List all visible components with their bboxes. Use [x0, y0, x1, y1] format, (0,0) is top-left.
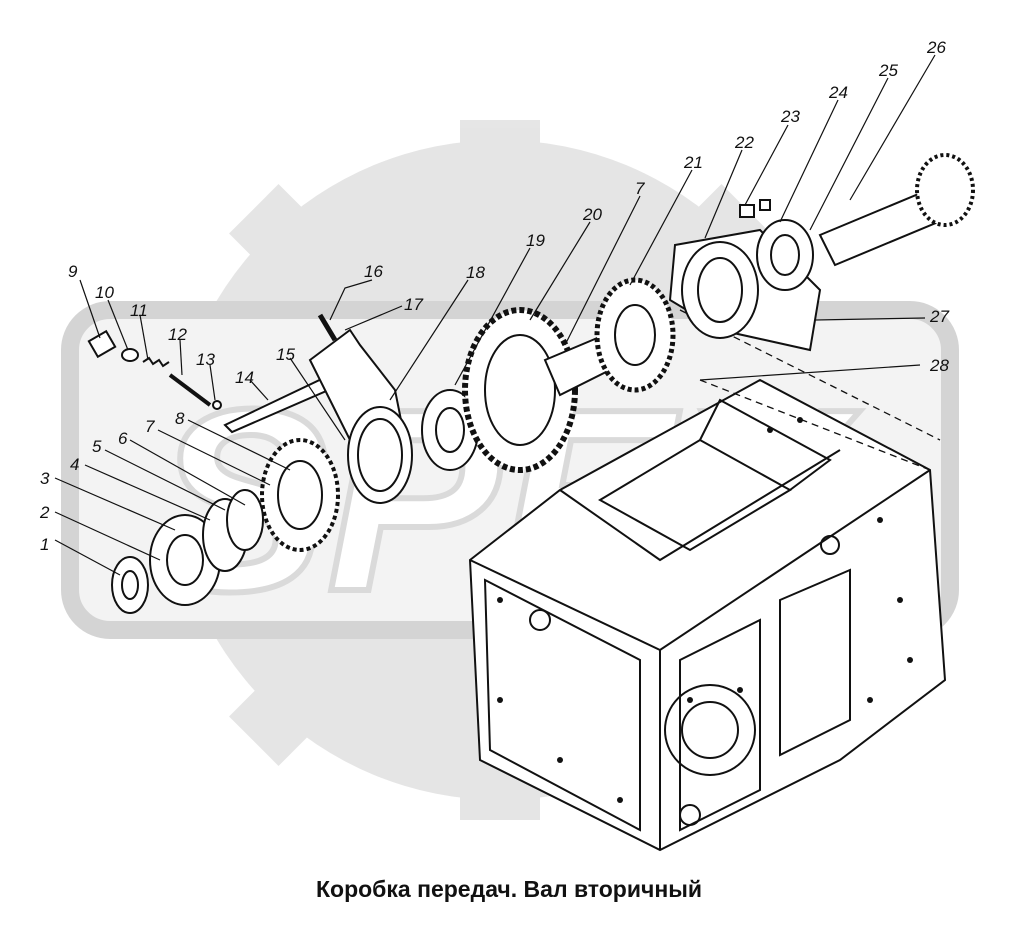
gearbox-housing: [468, 378, 947, 852]
callout-2: 2: [39, 503, 50, 522]
bolt-part-23: [739, 199, 771, 218]
gear-part-8: [260, 438, 340, 552]
callout-10: 10: [95, 283, 114, 302]
callout-14: 14: [235, 368, 254, 387]
callout-28: 28: [929, 356, 949, 375]
washer-part-10: [121, 348, 139, 362]
callout-20: 20: [582, 205, 602, 224]
callout-3: 3: [40, 469, 50, 488]
callout-19: 19: [526, 231, 545, 250]
callout-23: 23: [780, 107, 800, 126]
callout-7b: 7: [635, 179, 645, 198]
callout-6: 6: [118, 429, 128, 448]
callout-26: 26: [926, 38, 946, 57]
callout-16: 16: [364, 262, 383, 281]
callout-1: 1: [40, 535, 49, 554]
gear-part-20: [462, 307, 578, 473]
pinion-shaft-part-26: [818, 153, 975, 267]
bolt-part-16: [317, 313, 338, 342]
ball-part-13: [212, 400, 222, 410]
diagram-caption: Коробка передач. Вал вторичный: [315, 876, 703, 902]
callout-24: 24: [828, 83, 848, 102]
ring-part-18: [347, 406, 413, 504]
callout-4: 4: [70, 455, 79, 474]
nut-part-1: [111, 556, 149, 614]
callout-18: 18: [466, 263, 485, 282]
callout-labels: 1 2 3 4 5 6 7 8 9 10 11 12 13 14 15 16 1…: [39, 38, 949, 554]
callout-9: 9: [68, 262, 78, 281]
shaft-parts: [87, 153, 975, 614]
callout-11: 11: [130, 301, 148, 320]
callout-5: 5: [92, 437, 102, 456]
callout-12: 12: [168, 325, 187, 344]
bearing-part-24: [756, 219, 814, 291]
callout-13: 13: [196, 350, 215, 369]
gear-part-21: [594, 277, 676, 393]
exploded-view-diagram: SPEX: [39, 38, 975, 852]
bolt-part-9: [87, 329, 117, 359]
callout-27: 27: [929, 307, 949, 326]
callout-17: 17: [404, 295, 423, 314]
callout-22: 22: [734, 133, 754, 152]
callout-15: 15: [276, 345, 295, 364]
callout-25: 25: [878, 61, 898, 80]
callout-7a: 7: [145, 417, 155, 436]
washer-part-6: [226, 489, 264, 551]
callout-8: 8: [175, 409, 185, 428]
pin-part-12: [168, 373, 212, 407]
callout-21: 21: [683, 153, 703, 172]
leader-lines: [54, 54, 936, 576]
